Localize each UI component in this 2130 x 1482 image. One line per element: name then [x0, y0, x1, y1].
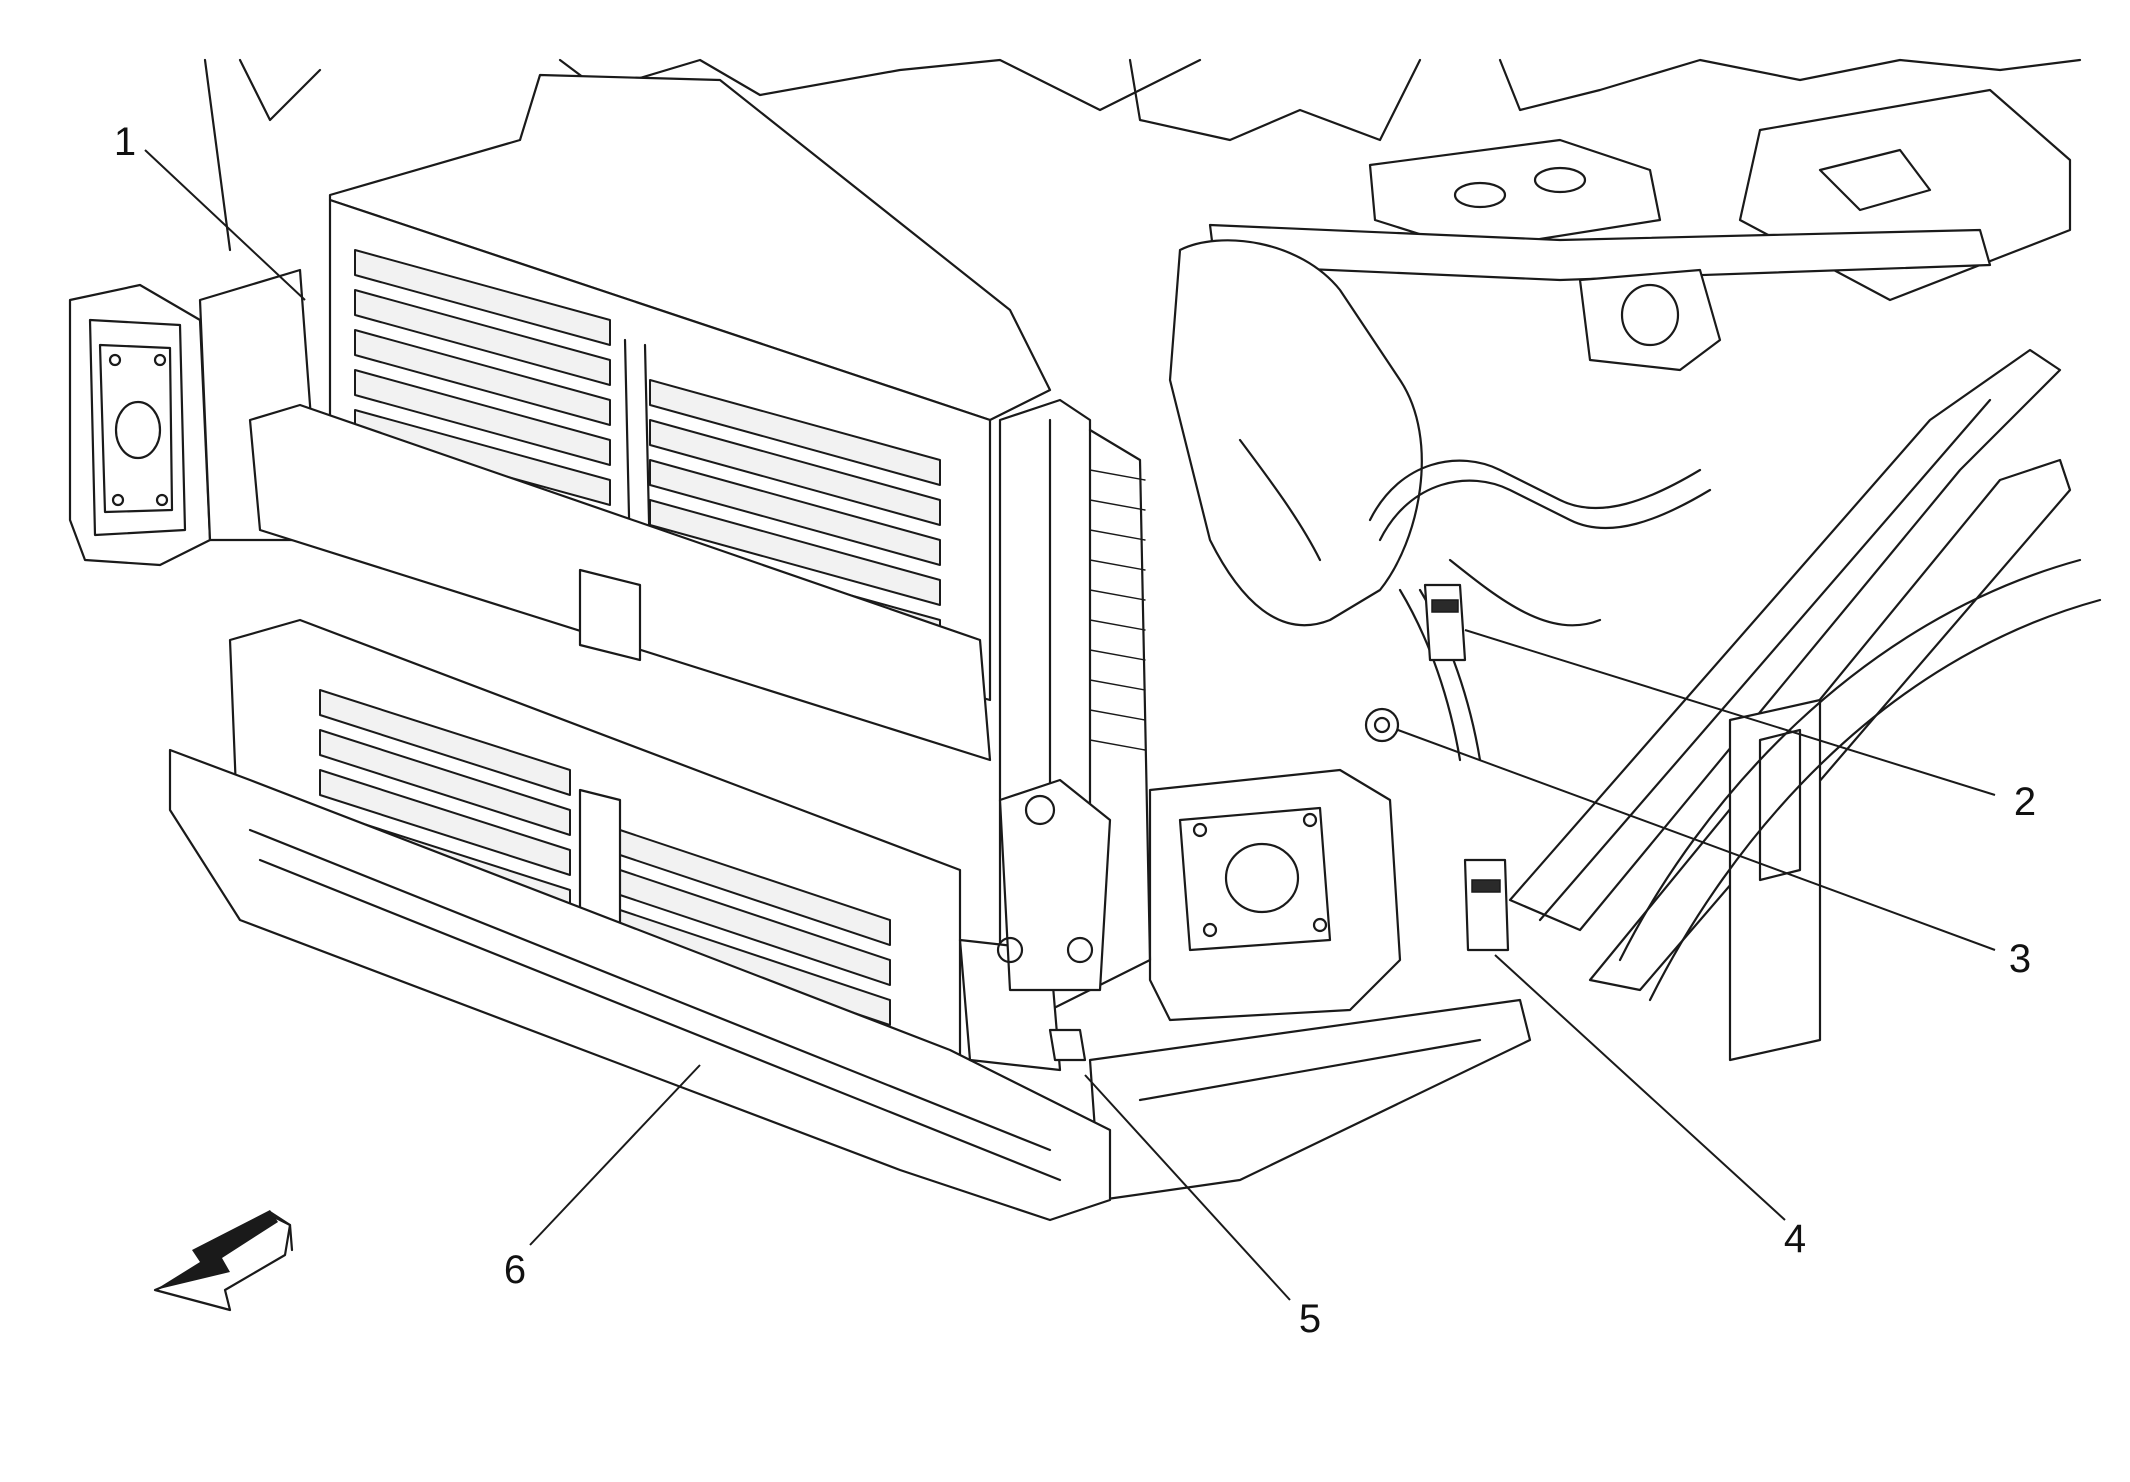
callout-6: 6	[504, 1248, 526, 1292]
lower-air-shutter	[168, 618, 1112, 1222]
callout-5: 5	[1299, 1297, 1321, 1341]
callout-2: 2	[2014, 780, 2036, 824]
leader-line-4	[1494, 954, 1786, 1221]
upper-air-shutter	[248, 73, 1152, 1012]
condenser-fins	[1089, 469, 1146, 751]
sensor-connector-4	[1463, 858, 1510, 952]
leader-line-1	[144, 149, 306, 301]
leader-line-2	[1464, 629, 1996, 796]
sensor-connector-2	[1423, 583, 1467, 662]
leader-line-6	[529, 1064, 701, 1246]
engine-bay-background	[203, 58, 2102, 1202]
callout-4: 4	[1784, 1217, 1806, 1261]
callout-3: 3	[2009, 937, 2031, 981]
callout-labels: 1 2 3 4 5 6	[114, 120, 2036, 1341]
callout-1: 1	[114, 120, 136, 164]
leader-line-5	[1084, 1074, 1291, 1301]
upper-shutter-louvres-left	[354, 249, 611, 506]
leader-line-3	[1397, 729, 1996, 951]
leader-lines	[144, 149, 1996, 1301]
sensor-3	[1364, 707, 1400, 743]
front-arrow-icon	[153, 1210, 294, 1312]
